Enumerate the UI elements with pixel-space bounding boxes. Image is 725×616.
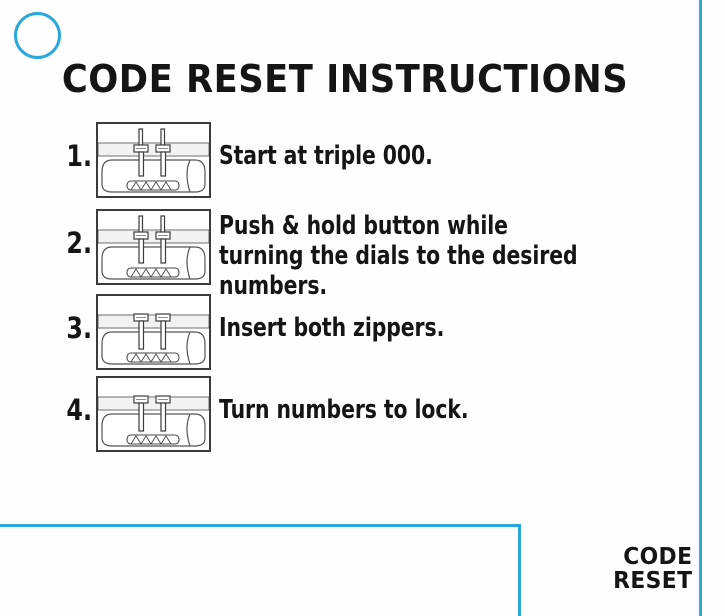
frame-border-right [699,0,702,616]
lock-illustration [98,128,209,193]
brand-logo: CODE RESET [613,545,692,593]
punch-hole-icon [14,12,61,59]
frame-border-bottom-riser [518,524,521,616]
luggage-lock-diagram-step-3 [96,294,211,370]
lock-illustration [98,395,209,447]
frame-border-bottom [0,524,520,527]
step-number-4: 4. [66,393,92,427]
lock-illustration [98,215,209,280]
step-number-1: 1. [66,139,92,173]
luggage-lock-diagram-step-1 [96,122,211,198]
step-number-3: 3. [66,311,92,345]
step-text-2: Push & hold button while turning the dia… [219,211,578,301]
page-title: CODE RESET INSTRUCTIONS [61,57,629,101]
brand-line-2: RESET [612,568,692,594]
step-number-2: 2. [66,226,92,260]
luggage-lock-diagram-step-2 [96,209,211,285]
luggage-lock-diagram-step-4 [96,376,211,452]
step-text-4: Turn numbers to lock. [219,395,469,425]
lock-illustration [98,313,209,365]
step-text-3: Insert both zippers. [219,313,445,343]
step-text-1: Start at triple 000. [219,141,433,171]
brand-line-1: CODE [622,544,692,570]
